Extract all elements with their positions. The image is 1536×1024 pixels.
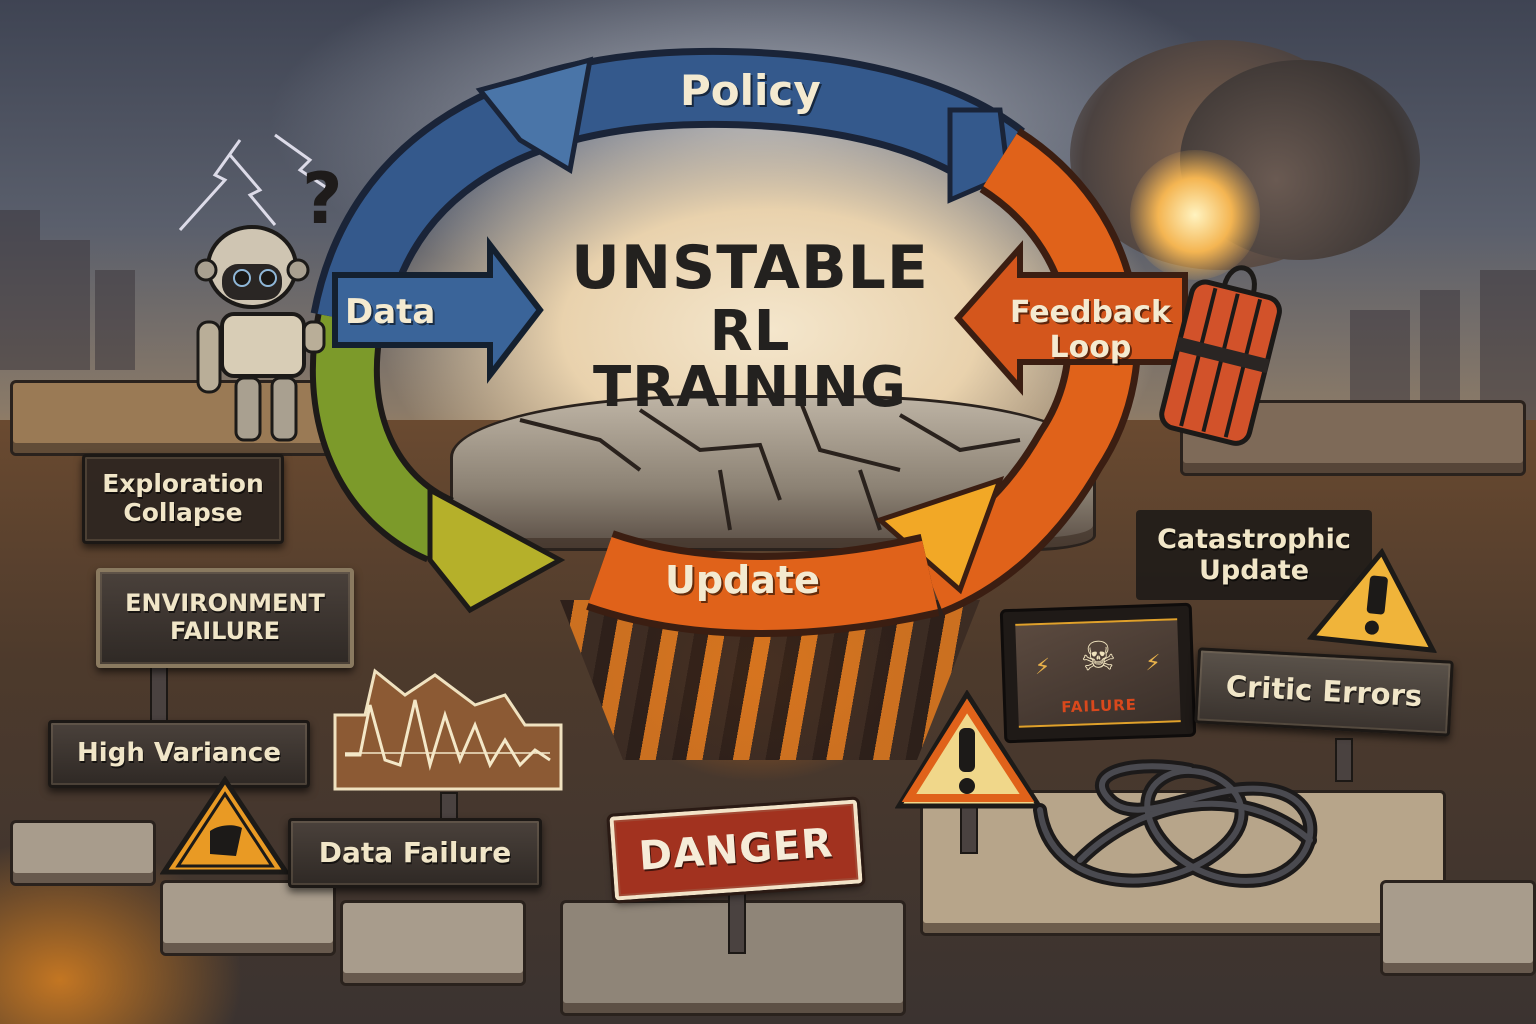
environment-line2: FAILURE — [170, 617, 280, 645]
sign-data-failure: Data Failure — [288, 818, 542, 888]
dynamite-icon — [1159, 265, 1282, 446]
warning-triangle-icon — [160, 776, 290, 875]
volatile-line-chart-icon — [333, 668, 563, 791]
cycle-stage-policy: Policy — [680, 66, 821, 115]
explosion-fireball-icon — [1130, 150, 1260, 280]
cycle-stage-data: Data — [345, 292, 436, 332]
sign-danger: DANGER — [606, 795, 866, 905]
sign-post — [1335, 738, 1353, 782]
catastrophic-line1: Catastrophic — [1157, 523, 1351, 555]
exploration-line2: Collapse — [123, 498, 243, 527]
title-line-2: RL TRAINING — [592, 299, 908, 420]
question-mark-icon: ? — [302, 158, 343, 240]
cycle-stage-update: Update — [665, 558, 820, 602]
city-skyline-left — [40, 240, 90, 370]
lightning-bolt-icon: ⚡ — [1144, 650, 1162, 677]
sign-critic-errors: Critic Errors — [1194, 647, 1454, 737]
title-line-1: UNSTABLE — [571, 233, 929, 303]
city-skyline-left — [0, 210, 40, 370]
sign-post — [728, 890, 746, 954]
cycle-stage-feedback-loop: Feedback Loop — [1010, 295, 1171, 365]
tangled-cable-icon — [1033, 759, 1318, 888]
lightning-bolt-icon: ⚡ — [1034, 654, 1051, 681]
sign-exploration-collapse: Exploration Collapse — [82, 454, 284, 544]
failure-monitor: ⚡ ☠ ⚡ FAILURE — [999, 602, 1197, 744]
feedback-line2: Loop — [1049, 329, 1132, 365]
feedback-line1: Feedback — [1010, 295, 1171, 330]
warning-triangle-icon — [895, 690, 1044, 809]
sign-environment-failure: ENVIRONMENT FAILURE — [96, 568, 354, 668]
environment-line1: ENVIRONMENT — [125, 589, 325, 618]
monitor-screen: ⚡ ☠ ⚡ FAILURE — [1015, 618, 1181, 728]
skull-icon: ☠ — [1079, 633, 1118, 681]
rock-plate — [160, 880, 336, 956]
rock-plate — [340, 900, 526, 986]
city-skyline-right — [1420, 290, 1460, 420]
exploration-line1: Exploration — [102, 469, 264, 499]
warning-triangle-icon — [1307, 547, 1438, 654]
rock-plate — [10, 820, 156, 886]
monitor-failure-label: FAILURE — [1061, 695, 1138, 717]
robot-icon — [194, 225, 326, 442]
catastrophic-line2: Update — [1198, 555, 1310, 586]
rock-plate — [1380, 880, 1536, 976]
city-skyline-left — [95, 270, 135, 370]
sign-catastrophic-update: Catastrophic Update — [1136, 510, 1372, 600]
city-skyline-right — [1480, 270, 1536, 420]
diagram-title: UNSTABLE RL TRAINING — [550, 238, 950, 416]
sign-high-variance: High Variance — [48, 720, 310, 788]
